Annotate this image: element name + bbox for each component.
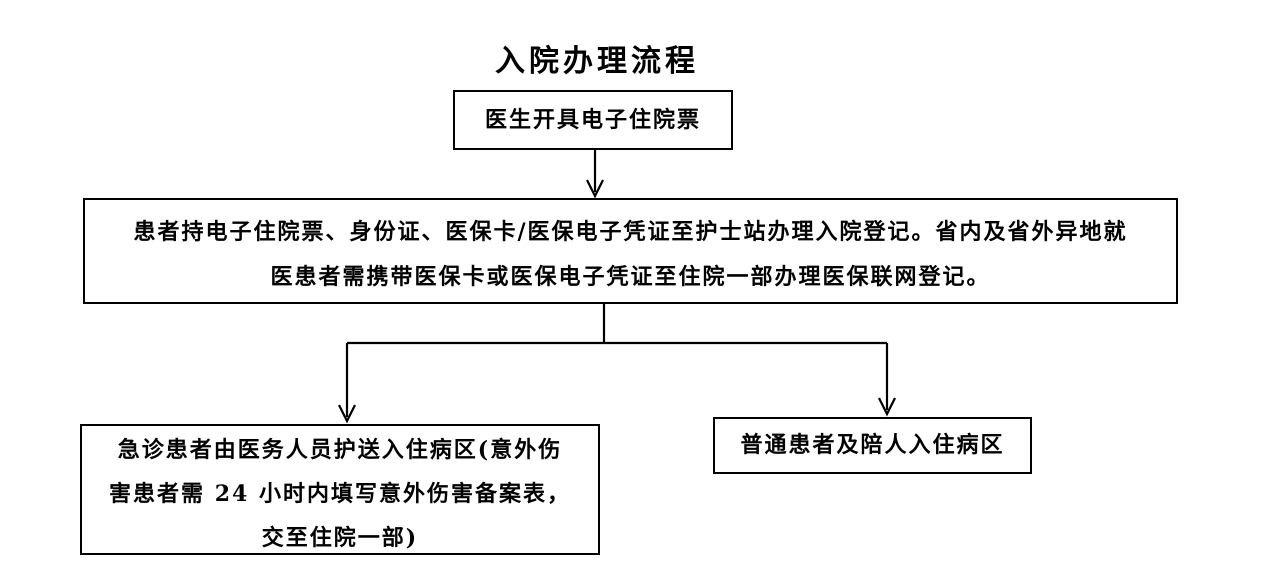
flowchart-title: 入院办理流程 [495, 44, 699, 79]
flow-box-ordinary-patients: 普通患者及陪人入住病区 [713, 417, 1032, 474]
flow-box-doctor-ticket-label: 医生开具电子住院票 [484, 107, 701, 133]
arrowhead-to-ordinary-icon [878, 397, 896, 417]
registration-text-line1: 患者持电子住院票、身份证、医保卡/医保电子凭证至护士站办理入院登记。省内及省外异… [133, 219, 1128, 245]
emergency-text-line2: 害患者需 24 小时内填写意外伤害备案表， [109, 481, 571, 507]
arrowhead-to-emergency-icon [338, 404, 356, 424]
emergency-text-line3: 交至住院一部) [261, 525, 419, 551]
flow-box-emergency-patients: 急诊患者由医务人员护送入住病区(意外伤 害患者需 24 小时内填写意外伤害备案表… [80, 424, 600, 555]
ordinary-text-label: 普通患者及陪人入住病区 [740, 432, 1005, 458]
flow-box-registration: 患者持电子住院票、身份证、医保卡/医保电子凭证至护士站办理入院登记。省内及省外异… [83, 198, 1178, 304]
flow-box-doctor-ticket: 医生开具电子住院票 [453, 90, 733, 150]
arrowhead-top-to-wide-icon [586, 179, 604, 199]
emergency-text-line1: 急诊患者由医务人员护送入住病区(意外伤 [117, 437, 563, 463]
registration-text-line2: 医患者需携带医保卡或医保电子凭证至住院一部办理医保联网登记。 [270, 264, 991, 290]
